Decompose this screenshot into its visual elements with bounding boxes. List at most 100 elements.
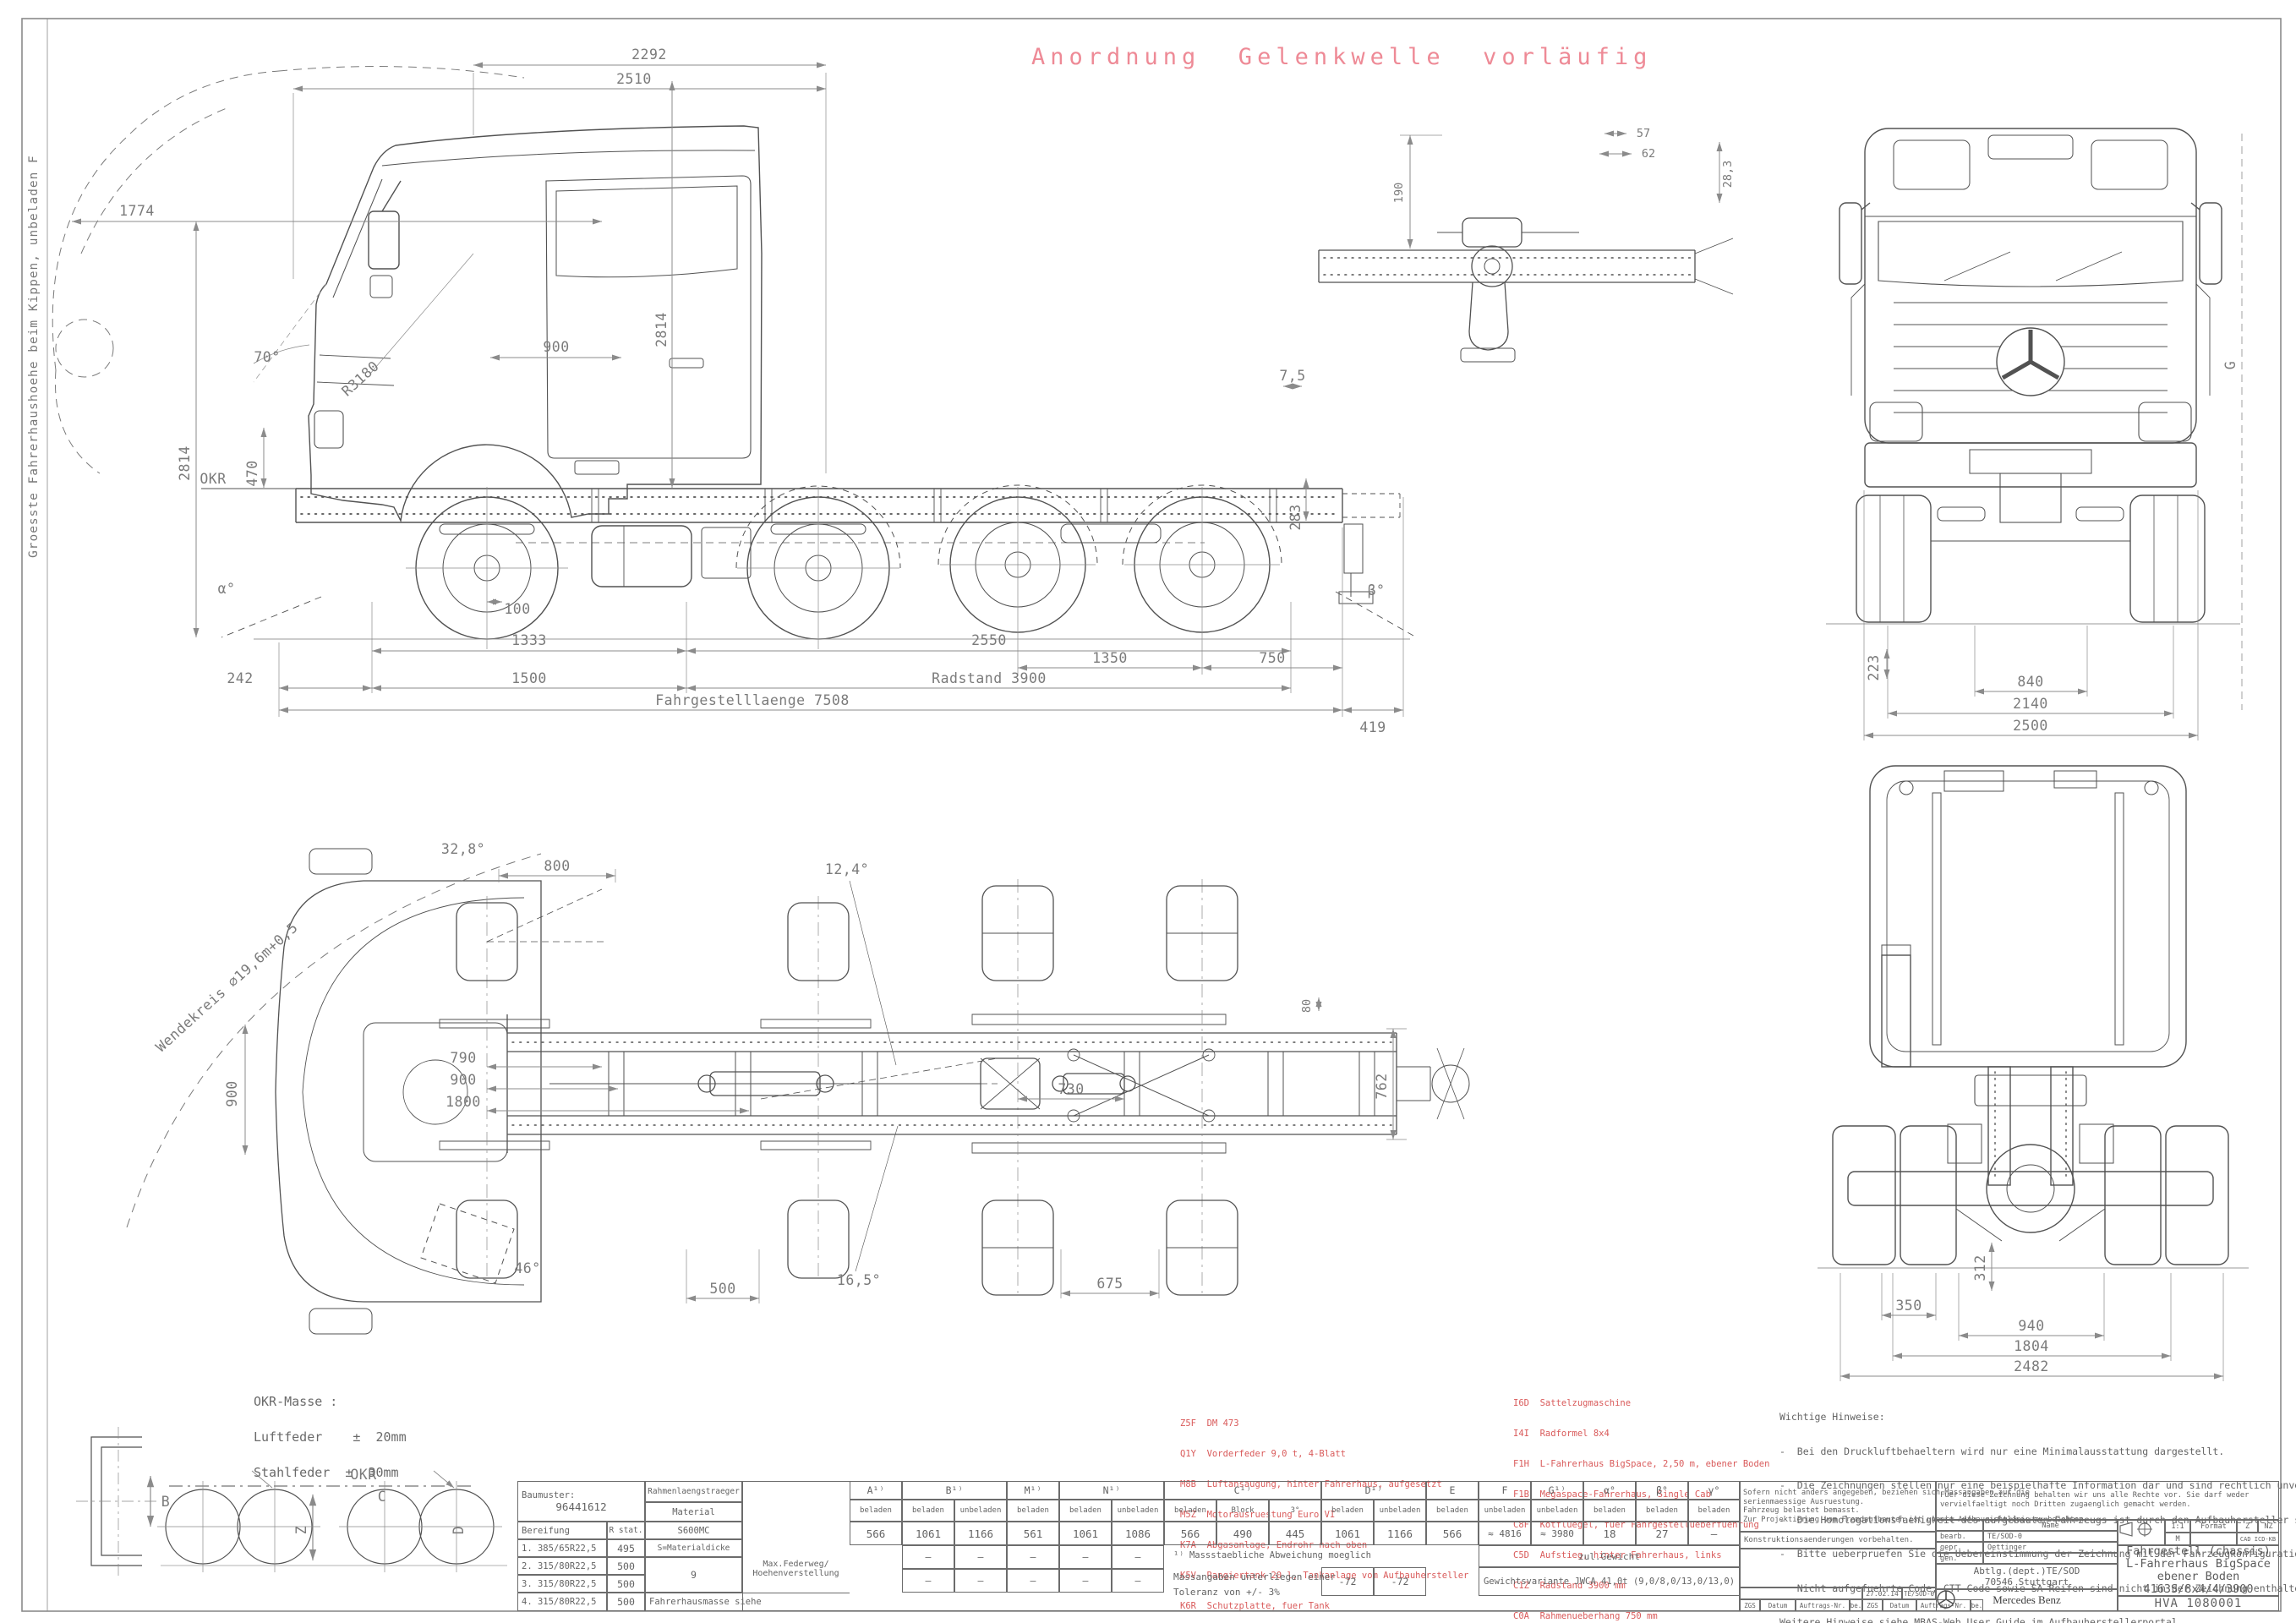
okr-masse-line2: Luftfeder ± 20mm <box>254 1429 407 1445</box>
dim-750: 750 <box>1259 650 1285 666</box>
dim-470: 470 <box>244 460 260 486</box>
format-value <box>2190 1533 2237 1545</box>
materialdicke-value: 9 <box>645 1557 742 1593</box>
dim-350: 350 <box>1895 1298 1922 1314</box>
value-cell: 561 <box>1007 1522 1059 1545</box>
dim-g: G <box>2222 361 2239 369</box>
subheader: beladen <box>902 1500 954 1522</box>
dim-242: 242 <box>227 670 253 686</box>
dash-cell: – <box>1059 1545 1112 1569</box>
federweg-label: Max.Federweg/ Hoehenverstellung <box>742 1545 850 1593</box>
auftrag-label: Auftrags-Nr. <box>1796 1599 1850 1611</box>
hinweise-line: Weitere Hinweise siehe MBAS-Web User Gui… <box>1779 1616 2184 1623</box>
legal-l2: serienmaessige Ausruestung. <box>1743 1497 1864 1506</box>
option-codes-right: I6D Sattelzugmaschine I4I Radformel 8x4 … <box>1513 1378 1775 1623</box>
dim-223: 223 <box>1866 654 1882 680</box>
federweg-line2: Hoehenverstellung <box>752 1569 839 1578</box>
dim-730: 730 <box>1058 1081 1084 1097</box>
z-label: Z <box>2237 1520 2258 1533</box>
value-cell: 566 <box>850 1522 902 1545</box>
dim-2482: 2482 <box>2014 1358 2049 1374</box>
subheader: beladen <box>1059 1500 1112 1522</box>
col-B: B¹⁾ <box>902 1481 1007 1500</box>
col-D: D¹⁾ <box>1321 1481 1426 1500</box>
revision-grid <box>1740 1549 1936 1587</box>
dim-62: 62 <box>1642 147 1655 161</box>
dim-1333: 1333 <box>511 632 547 648</box>
dim-2292: 2292 <box>631 46 667 63</box>
hinweise-line: - Die Zeichnungen stellen nur eine beisp… <box>1779 1479 2296 1491</box>
tolerance-line1: Massangaben unterliegen einer <box>1173 1571 1337 1582</box>
dash-cell: – <box>902 1569 954 1593</box>
code-line: I6D Sattelzugmaschine <box>1513 1398 1632 1408</box>
bearb-label: bearb. <box>1936 1531 1983 1542</box>
value-cell: 1086 <box>1112 1522 1164 1545</box>
dash-cell: – <box>954 1545 1007 1569</box>
neg-value: -72 <box>1374 1567 1426 1596</box>
tire-row-size: 3. 315/80R22,5 <box>517 1575 607 1593</box>
okr-masse-line3: Stahlfeder ± 30mm <box>254 1465 399 1480</box>
baumuster-cell: Baumuster: 96441612 <box>517 1481 645 1522</box>
baumuster-value: 96441612 <box>555 1500 607 1513</box>
value-cell: 1166 <box>954 1522 1007 1545</box>
value-cell: 18 <box>1583 1522 1636 1545</box>
subheader: unbeladen <box>1479 1500 1531 1522</box>
subheader: beladen <box>1688 1500 1740 1522</box>
subheader: beladen <box>1636 1500 1688 1522</box>
code-line: Z5F DM 473 <box>1180 1418 1239 1429</box>
dim-12-4: 12,4° <box>825 861 869 877</box>
code-line: C1Z Radstand 3900 mm <box>1513 1581 1626 1591</box>
code-line: C0A Rahmenueberhang 750 mm <box>1513 1611 1658 1621</box>
front-view-drawing <box>1826 128 2240 625</box>
gen-name <box>1983 1553 2118 1564</box>
title-line3: ebener Boden <box>2157 1570 2240 1583</box>
dim-2500: 2500 <box>2013 718 2048 734</box>
mercedes-star-icon <box>1937 1590 1955 1609</box>
value-cell: ≈ 3980 <box>1531 1522 1583 1545</box>
dim-190: 190 <box>1392 183 1406 203</box>
rear-view-drawing <box>1818 765 2249 1269</box>
okr-sketch-drawing <box>76 1427 507 1576</box>
dim-1774: 1774 <box>119 203 155 219</box>
dept-line2: 70546 Stuttgart <box>1984 1577 2069 1587</box>
table-footnote: ¹⁾ Massstaebliche Abweichung moeglich <box>1173 1550 1371 1560</box>
value-cell: 1061 <box>1059 1522 1112 1545</box>
col-A: A¹⁾ <box>850 1481 902 1500</box>
col-alpha: α° <box>1583 1481 1636 1500</box>
legal-l3: Fahrzeug belastet bemasst. <box>1743 1506 1860 1515</box>
dim-675: 675 <box>1096 1276 1123 1292</box>
datum-label: Datum <box>1883 1599 1916 1611</box>
material-value: S600MC <box>645 1522 742 1539</box>
detail-view-dimensions <box>1400 130 1723 249</box>
dim-2550: 2550 <box>971 632 1007 648</box>
subheader: beladen <box>1426 1500 1479 1522</box>
col-G: G¹⁾ <box>1531 1481 1583 1500</box>
subheader: unbeladen <box>1112 1500 1164 1522</box>
col-E: E <box>1426 1481 1479 1500</box>
margin-note: Groesste Fahrerhaushoehe beim Kippen, un… <box>27 155 41 558</box>
zul-gewicht: zul.Gewicht <box>1479 1545 1740 1567</box>
dim-900: 900 <box>543 339 569 355</box>
dim-46: 46° <box>514 1260 540 1276</box>
code-line: F1H L-Fahrerhaus BigSpace, 2,50 m, ebene… <box>1513 1459 1770 1469</box>
dim-840: 840 <box>2017 674 2043 690</box>
hinweise-title: Wichtige Hinweise: <box>1779 1411 1885 1423</box>
subheader: unbeladen <box>1374 1500 1426 1522</box>
dim-283: 283 <box>1287 504 1304 530</box>
dim-32-8: 32,8° <box>441 841 485 857</box>
bereifung-header: Bereifung <box>517 1522 607 1539</box>
dash-cell: – <box>954 1569 1007 1593</box>
code-line: C5D Aufstieg, hinter Fahrerhaus, links <box>1513 1550 1722 1560</box>
front-view-dim-labels: 223 840 2140 2500 G <box>1866 361 2239 734</box>
nz-label: NZ <box>2258 1520 2279 1533</box>
label-okr-sketch: OKR <box>350 1467 376 1483</box>
materialdicke-label: S=Materialdicke <box>645 1539 742 1557</box>
revision-empty <box>1740 1587 1862 1599</box>
front-view-dimensions <box>1863 134 2243 740</box>
rights-l1: Fuer diese Zeichnung behalten wir uns al… <box>1940 1491 2250 1500</box>
revision-date: 27.02.14 <box>1862 1587 1902 1599</box>
label-z: Z <box>293 1526 309 1534</box>
scale-m: M <box>2165 1533 2190 1545</box>
title-line1: Fahrgestell (chassis) <box>2126 1544 2271 1558</box>
